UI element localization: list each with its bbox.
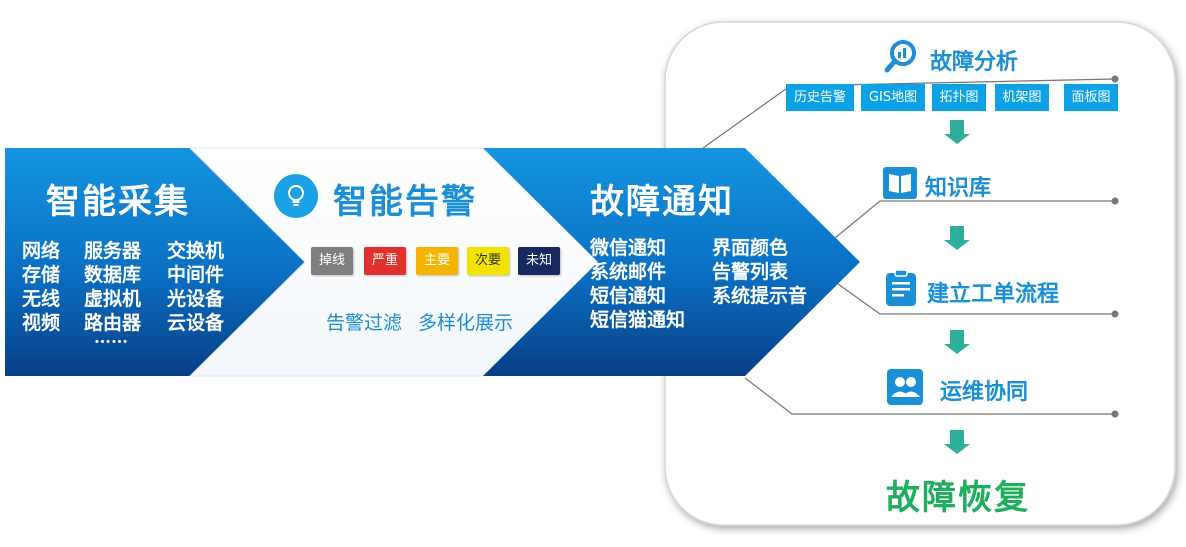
workorder-title: 建立工单流程 xyxy=(927,282,1060,307)
notify-item: 告警列表 xyxy=(712,261,789,283)
collect-item: 路由器 xyxy=(84,312,142,334)
collect-item: 服务器 xyxy=(84,240,142,262)
users-icon xyxy=(887,369,923,409)
notify-item: 系统邮件 xyxy=(590,261,667,283)
notify-item: 微信通知 xyxy=(590,237,667,259)
history-alarm-button[interactable]: 历史告警 xyxy=(786,84,854,111)
collect-item: 无线 xyxy=(22,288,61,310)
topology-button[interactable]: 拓扑图 xyxy=(932,84,986,111)
magnifier-icon xyxy=(884,38,920,78)
collect-title: 智能采集 xyxy=(46,182,190,222)
collect-item: 存储 xyxy=(22,264,61,286)
notify-item: 短信通知 xyxy=(590,285,667,307)
down-arrow-icon xyxy=(944,120,970,144)
collect-item: 数据库 xyxy=(84,264,142,286)
collect-item: 虚拟机 xyxy=(84,288,142,310)
tag-unknown: 未知 xyxy=(518,247,560,275)
book-icon xyxy=(883,167,917,203)
notify-item: 界面颜色 xyxy=(712,237,789,259)
knowledge-title: 知识库 xyxy=(925,176,992,201)
collect-more: …… xyxy=(94,328,128,348)
tag-minor: 次要 xyxy=(467,247,509,275)
collect-item: 网络 xyxy=(22,240,61,262)
alarm-feature-display: 多样化展示 xyxy=(418,312,514,334)
tag-critical: 严重 xyxy=(364,247,406,275)
gis-map-button[interactable]: GIS地图 xyxy=(861,84,925,111)
notify-chevron xyxy=(483,148,860,376)
recovery-title: 故障恢复 xyxy=(886,478,1030,518)
lightbulb-icon xyxy=(274,174,318,218)
down-arrow-icon xyxy=(944,226,970,250)
notify-item: 系统提示音 xyxy=(712,285,808,307)
alarm-feature-filter: 告警过滤 xyxy=(326,312,403,334)
tag-major: 主要 xyxy=(416,247,458,275)
collect-item: 视频 xyxy=(22,312,61,334)
notify-item: 短信猫通知 xyxy=(590,309,686,331)
collect-item: 交换机 xyxy=(167,240,225,262)
panel-view-button[interactable]: 面板图 xyxy=(1064,84,1118,111)
down-arrow-icon xyxy=(944,330,970,354)
clipboard-icon xyxy=(886,269,916,310)
collect-item: 云设备 xyxy=(167,312,225,334)
analysis-title: 故障分析 xyxy=(930,50,1019,75)
rack-button[interactable]: 机架图 xyxy=(995,84,1049,111)
collect-chevron xyxy=(5,148,305,376)
collect-item: 光设备 xyxy=(167,288,225,310)
cooperate-title: 运维协同 xyxy=(940,380,1029,405)
notify-title: 故障通知 xyxy=(590,182,734,222)
alarm-title: 智能告警 xyxy=(333,182,477,222)
down-arrow-icon xyxy=(944,430,970,454)
collect-item: 中间件 xyxy=(167,264,225,286)
tag-offline: 掉线 xyxy=(311,247,353,275)
